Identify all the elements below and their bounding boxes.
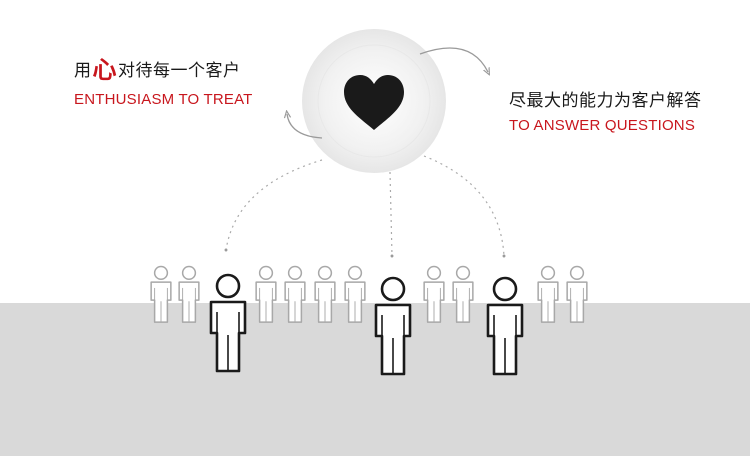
left-caption: 用心对待每一个客户 ENTHUSIASM TO TREAT (74, 50, 253, 108)
person-icon (209, 273, 247, 373)
person-icon (486, 276, 524, 376)
left-curved-arrow (287, 114, 323, 139)
right-caption: 尽最大的能力为客户解答 TO ANSWER QUESTIONS (509, 86, 702, 134)
left-caption-cn-highlight: 心 (92, 56, 117, 84)
right-caption-cn: 尽最大的能力为客户解答 (509, 91, 702, 111)
person-icon (374, 276, 412, 376)
right-caption-en: TO ANSWER QUESTIONS (509, 117, 696, 134)
person-icon (566, 265, 588, 323)
dotted-connectors (224, 155, 506, 258)
left-caption-cn: 用心对待每一个客户 (74, 50, 253, 85)
person-icon (537, 265, 559, 323)
person-icon (150, 265, 172, 323)
person-icon (284, 265, 306, 323)
person-icon (178, 265, 200, 323)
left-caption-cn-start: 用 (74, 61, 92, 81)
person-icon (255, 265, 277, 323)
left-caption-en: ENTHUSIASM TO TREAT (74, 91, 253, 108)
person-icon (314, 265, 336, 323)
left-caption-cn-end: 对待每一个客户 (118, 61, 241, 81)
person-icon (452, 265, 474, 323)
heart-icon (344, 75, 404, 130)
right-curved-arrow (419, 47, 488, 72)
person-icon (344, 265, 366, 323)
person-icon (423, 265, 445, 323)
